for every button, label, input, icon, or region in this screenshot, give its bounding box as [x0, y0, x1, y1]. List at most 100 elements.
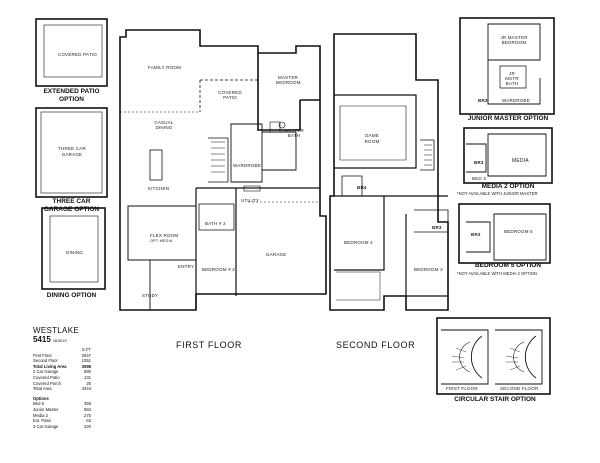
first-floor-plan [119, 29, 327, 311]
garage-caption: THREE CAR GARAGE OPTION [24, 198, 119, 214]
row-value: 4344 [81, 386, 91, 392]
options-title: Options [33, 395, 49, 401]
ext-patio-caption: EXTENDED PATIO OPTION [24, 88, 119, 104]
row-label: Total Area [33, 386, 52, 392]
jr-master-bath-label: JR MSTR BATH [505, 71, 519, 86]
media2-outline [463, 127, 553, 184]
garage-label: GARAGE [266, 252, 287, 257]
stair-second-floor-label: SECOND FLOOR [500, 386, 539, 391]
master-bath-label: MASTER BATH [284, 128, 304, 138]
table-row: Ext. Patio 63 [33, 418, 121, 424]
row-label: 3 Car Garage [33, 423, 59, 429]
kitchen-label: KITCHEN [148, 186, 170, 191]
row-value: 1051 [81, 358, 91, 364]
media2-caption: MEDIA 2 OPTION [481, 183, 535, 190]
row-value: 131 [84, 374, 91, 380]
flex-room-sublabel: OPT MEDIA [150, 239, 173, 243]
master-bedroom-label: MASTER BEDROOM [276, 75, 301, 85]
dining-option-outline [41, 207, 106, 290]
row-label: Covered Porch [33, 380, 61, 386]
extended-patio-outline [35, 18, 108, 87]
row-label: Ext. Patio [33, 418, 51, 424]
bedroom4-label: BEDROOM 4 [344, 240, 373, 245]
row-value: 25 [86, 380, 91, 386]
row-label: Second Floor [33, 358, 58, 364]
game-room-label: GAME ROOM [364, 133, 380, 144]
bed5-br3-label: BR3 [471, 232, 481, 237]
row-value: 220 [84, 423, 91, 429]
row-value: 584 [84, 406, 91, 412]
caption-line: OPTION [59, 96, 84, 103]
study-label: STUDY [142, 293, 159, 298]
caption-line: GARAGE OPTION [43, 206, 100, 213]
entry-label: ENTRY [178, 264, 195, 269]
garage-room-label: THREE CAR GARAGE [58, 146, 86, 157]
bath2-label: BATH # 2 [205, 221, 226, 226]
junior-master-caption: JUNIOR MASTER OPTION [467, 115, 549, 122]
table-row: 2 Car Garage 590 [33, 369, 121, 375]
caption-line: EXTENDED PATIO [43, 88, 100, 95]
caption-line: THREE CAR [52, 198, 91, 205]
bedroom5-outline [458, 203, 551, 264]
row-label: 2 Car Garage [33, 369, 59, 375]
table-row: Covered Patio 131 [33, 375, 121, 381]
bedroom5-label: BEDROOM 5 [504, 229, 533, 234]
wardrobe-label: WARDROBE [233, 163, 261, 168]
row-label: Bed 5 [33, 401, 44, 407]
second-floor-title: SECOND FLOOR [336, 340, 416, 350]
stair-first-floor-label: FIRST FLOOR [446, 386, 478, 391]
plan-code: 1B3019 [52, 338, 67, 343]
row-value: 359 [84, 401, 91, 407]
bedroom3-label: BEDROOM 3 [414, 267, 443, 272]
plan-name: WESTLAKE [33, 326, 79, 335]
row-value: 63 [86, 418, 91, 424]
row-value: 590 [84, 369, 91, 375]
circular-stair-outline [436, 317, 551, 395]
caption-line: DINING OPTION [46, 292, 97, 299]
dining-room-label: DINING [66, 250, 83, 255]
br3-label: BR3 [432, 225, 442, 230]
jr-wardrobe-label: WARDROBE [502, 98, 530, 103]
table-row: Junior Master 584 [33, 407, 121, 413]
dining-caption: DINING OPTION [24, 292, 119, 300]
br4-label: BR4 [357, 185, 367, 190]
media2-br3-label: BR3 [474, 160, 484, 165]
three-car-garage-outline [35, 107, 108, 198]
jr-br3-label: BR3 [478, 98, 488, 103]
family-room-label: FAMILY ROOM [148, 65, 182, 70]
row-label: Junior Master [33, 406, 59, 412]
table-row: Total Living Area 3598 [33, 364, 121, 370]
bedroom2-label: BEDROOM # 2 [202, 267, 235, 272]
plan-number: 5415 [33, 335, 51, 344]
jr-master-bedroom-label: JR MASTER BEDROOM [500, 35, 528, 45]
bedroom5-note: *NOT AVAILABLE WITH MEDIA 2 OPTION [457, 271, 538, 276]
utility-label: UTILITY [241, 198, 260, 203]
ext-patio-room-label: COVERED PATIO [58, 52, 97, 57]
table-row: 3 Car Garage 220 [33, 424, 121, 430]
bedroom5-caption: BEDROOM 5 OPTION [474, 262, 542, 269]
row-label: Media 2 [33, 412, 48, 418]
media2-note: *NOT AVAILABLE WITH JUNIOR MASTER [457, 191, 538, 196]
second-floor-plan [329, 33, 449, 311]
row-label: Covered Patio [33, 374, 60, 380]
flex-room-label: FLEX ROOM [150, 233, 179, 238]
sqft-header: S.FT [81, 347, 91, 352]
casual-dining-label: CASUAL DINING [154, 120, 174, 130]
first-floor-title: FIRST FLOOR [176, 340, 242, 350]
table-row: Second Floor 1051 [33, 358, 121, 364]
row-label: Total Living Area [33, 363, 67, 369]
sqft-header-row: S.FT [33, 347, 121, 353]
junior-master-outline [459, 17, 555, 115]
covered-patio-label: COVERED PATIO [218, 90, 242, 100]
table-row: Covered Porch 25 [33, 381, 121, 387]
row-label: First Floor [33, 352, 52, 358]
media-label: MEDIA [512, 158, 529, 164]
row-value: 3598 [81, 363, 91, 369]
